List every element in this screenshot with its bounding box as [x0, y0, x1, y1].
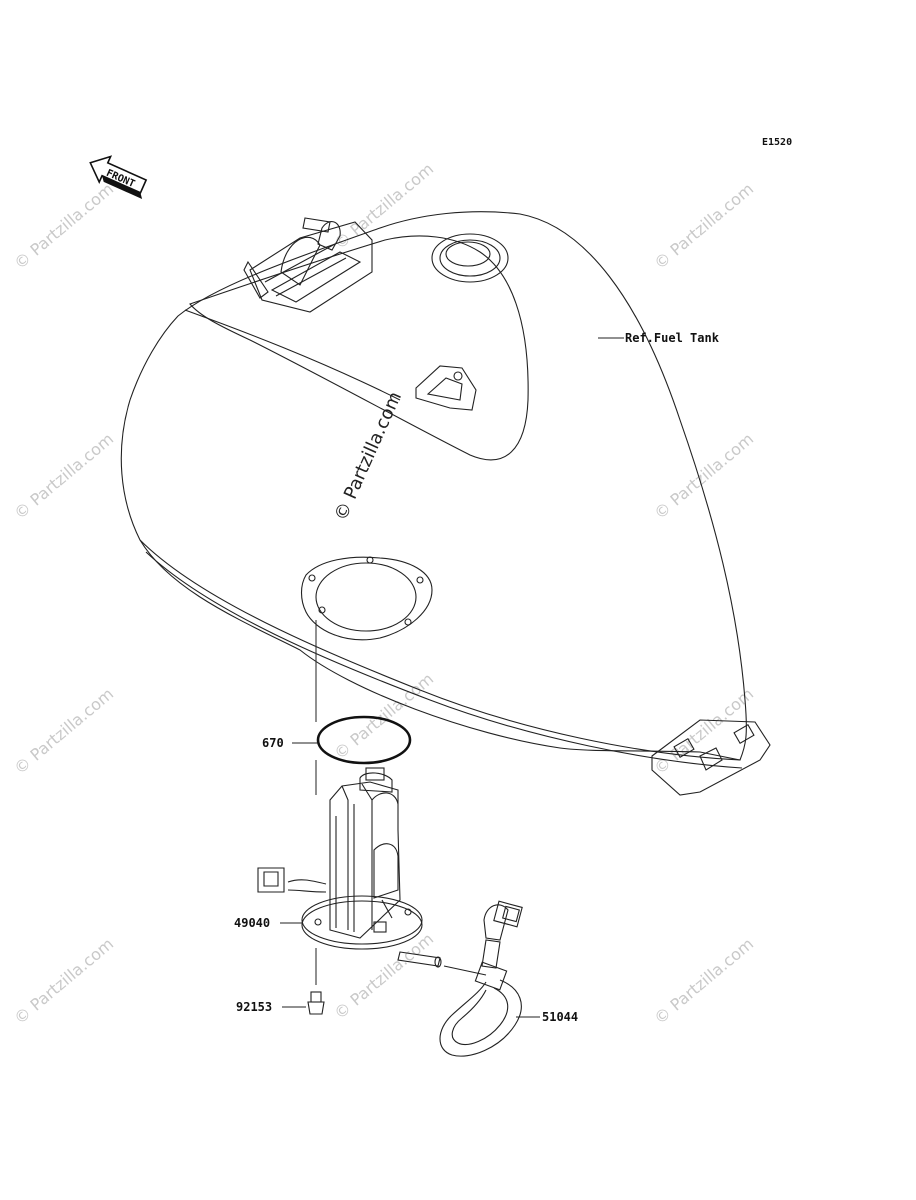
callout-670: 670 [262, 736, 284, 750]
watermark: © Partzilla.com [10, 934, 117, 1028]
watermark: © Partzilla.com [10, 179, 117, 273]
fuel-pump-49040 [257, 767, 442, 968]
watermark: © Partzilla.com [10, 429, 117, 523]
watermark: © Partzilla.com [650, 934, 757, 1028]
watermark: © Partzilla.com [330, 669, 437, 763]
fuel-hose-51044 [439, 900, 523, 1057]
watermark: © Partzilla.com [650, 429, 757, 523]
watermark: © Partzilla.com [650, 179, 757, 273]
center-watermark: © Partzilla.com [330, 389, 406, 524]
watermark: © Partzilla.com [330, 159, 437, 253]
watermark: © Partzilla.com [10, 684, 117, 778]
diagram-code: E1520 [762, 137, 792, 148]
callout-49040: 49040 [234, 916, 270, 930]
bolt-92153 [307, 991, 325, 1015]
ref-fuel-tank-label: Ref.Fuel Tank [625, 331, 720, 345]
front-arrow-icon: FRONT [89, 155, 148, 199]
o-ring-670 [316, 715, 412, 765]
fuel-tank [120, 211, 771, 796]
callout-92153: 92153 [236, 1000, 272, 1014]
callout-51044: 51044 [542, 1010, 578, 1024]
